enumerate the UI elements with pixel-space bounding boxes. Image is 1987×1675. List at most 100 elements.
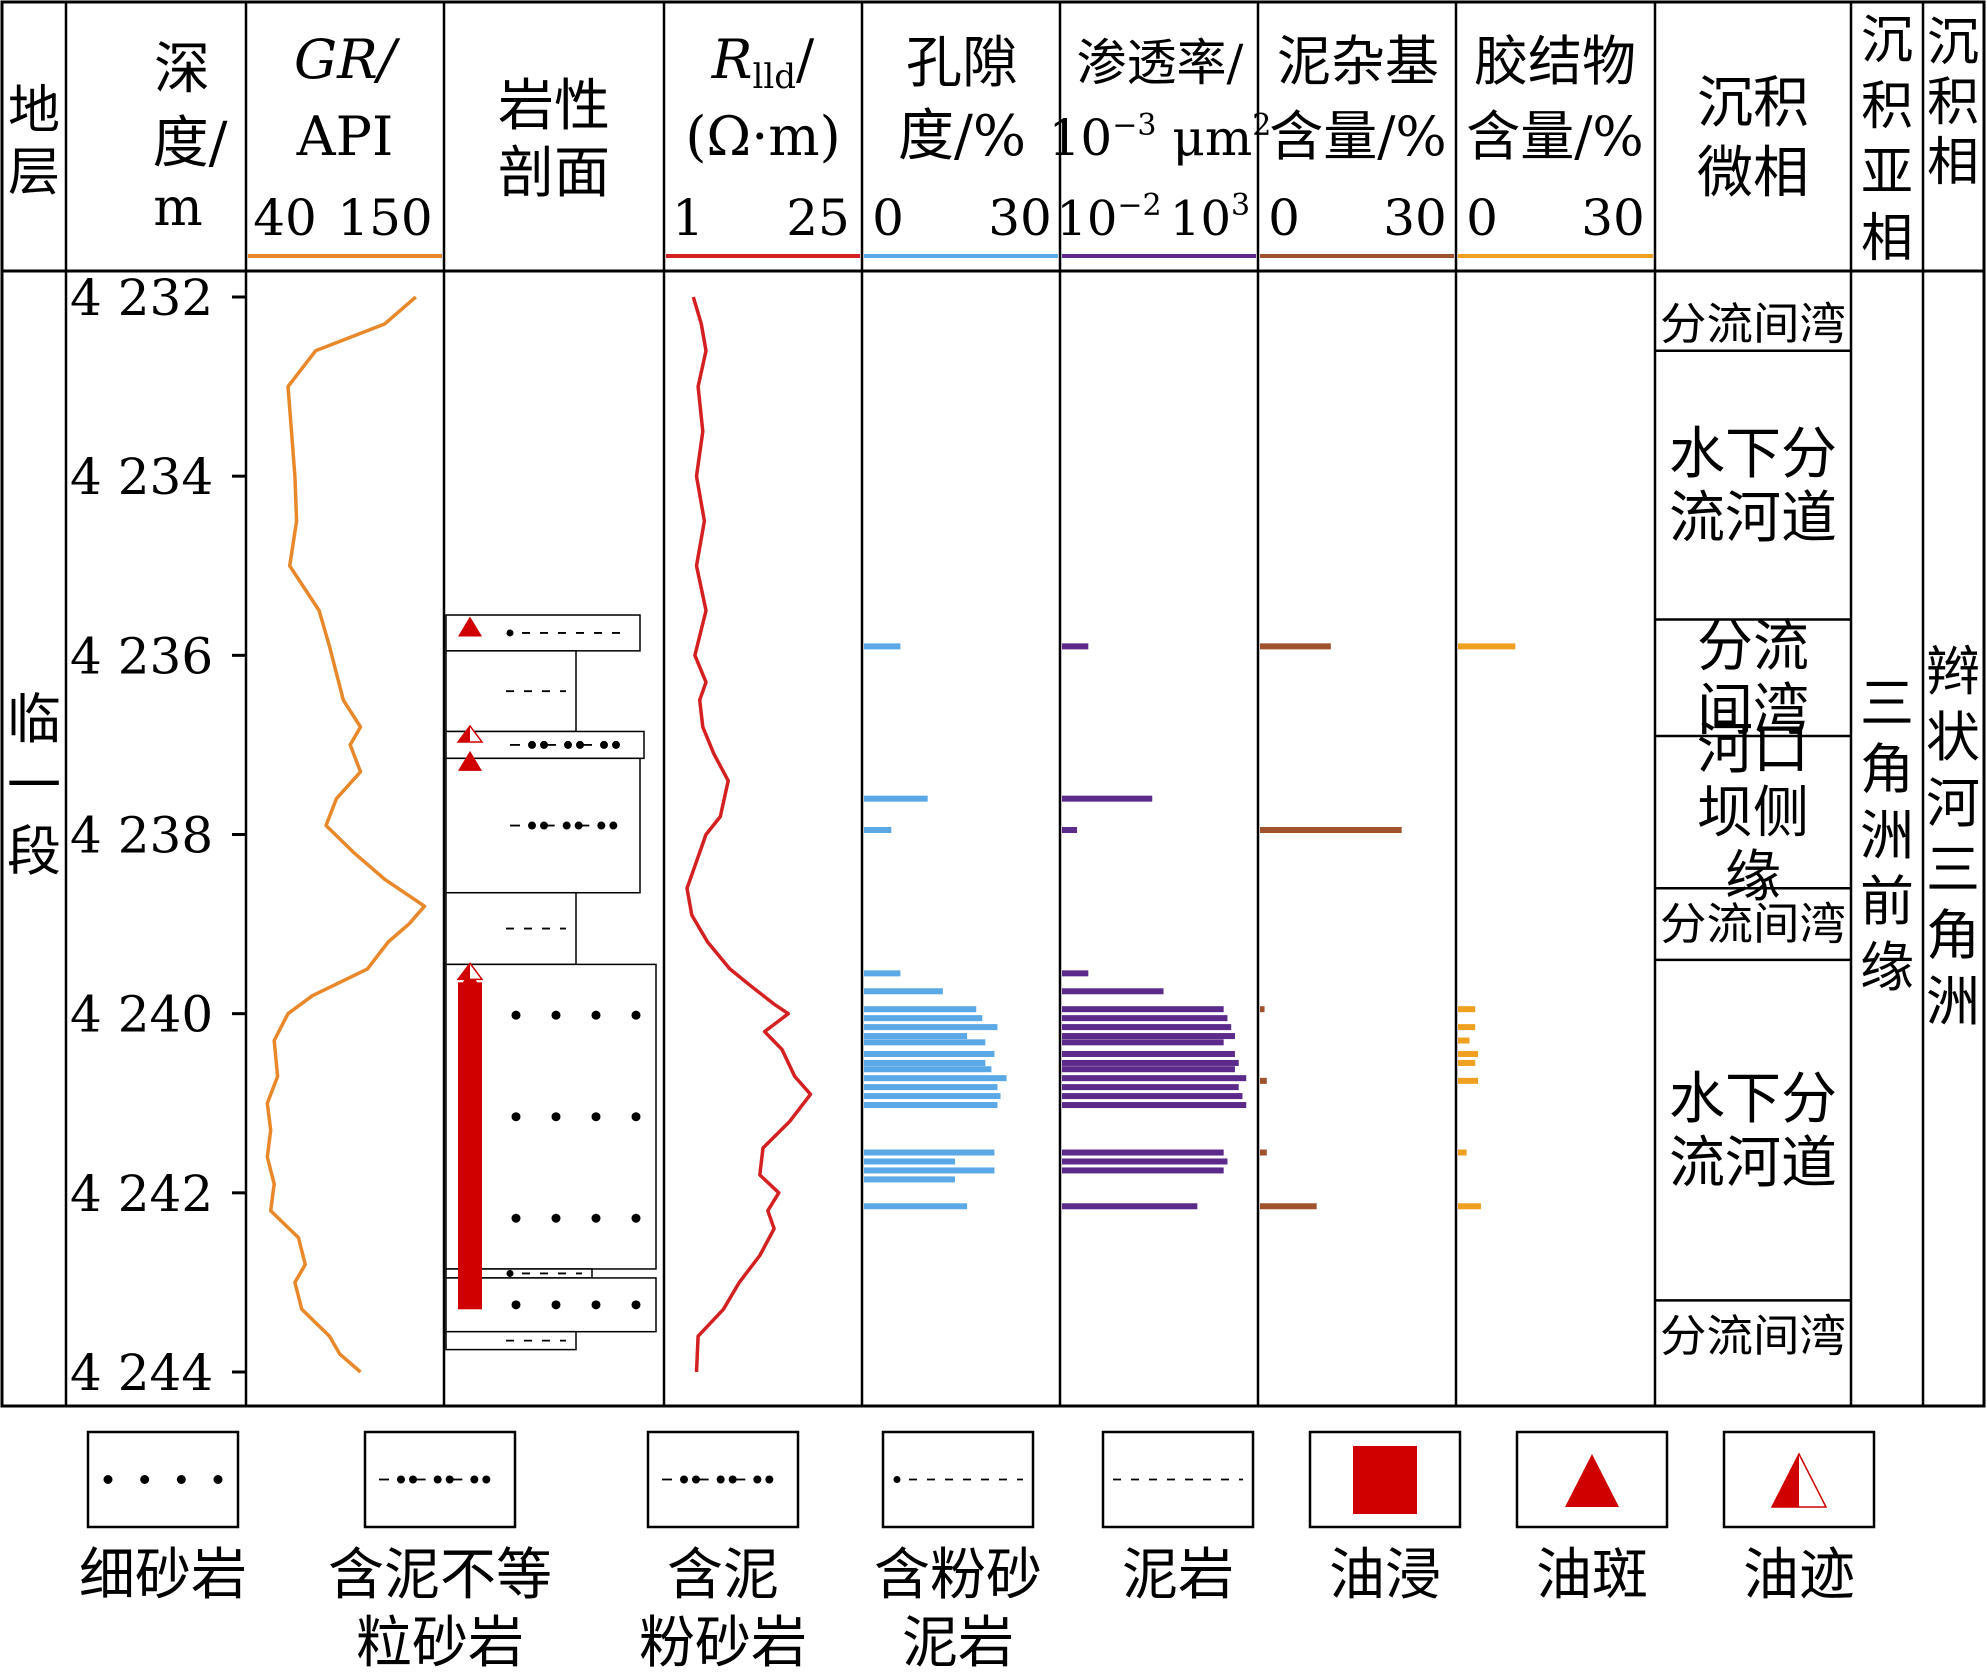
litho-dot: [680, 1475, 688, 1484]
microfacies-item: 分流间湾: [1697, 615, 1809, 744]
subfacies-label: 缘: [1860, 936, 1914, 999]
microfacies-label: 流河道: [1669, 486, 1837, 551]
rlld-curve: [685, 296, 813, 1373]
permeability-bar: [1062, 1149, 1224, 1156]
legend-label: 油迹: [1743, 1543, 1855, 1608]
cement-bar: [1458, 1024, 1476, 1031]
header-facies: 积: [1927, 73, 1979, 133]
oil-spot-mark: [458, 616, 482, 637]
porosity-bar: [864, 1167, 995, 1174]
header-matrix: 含量/%: [1269, 105, 1447, 168]
facies-label: 辫: [1926, 640, 1980, 703]
permeability-bar: [1062, 988, 1164, 995]
matrix-bar: [1260, 1203, 1317, 1210]
permeability-bar: [1062, 1050, 1235, 1057]
permeability-bar: [1062, 970, 1089, 977]
legend-label: 泥岩: [902, 1611, 1014, 1675]
litho-dot: [511, 1112, 521, 1122]
litho-dot: [631, 1213, 641, 1223]
permeability-bar: [1062, 1059, 1239, 1066]
cement-bar: [1458, 1203, 1481, 1210]
lithology-bed: [445, 891, 577, 966]
header-rlld-max: 25: [786, 189, 850, 247]
litho-dot: [540, 821, 548, 830]
litho-dot: [176, 1475, 186, 1484]
microfacies-label: 间湾: [1697, 679, 1809, 744]
header-strata: 层: [8, 143, 60, 203]
litho-dot: [631, 1010, 641, 1020]
litho-dot: [728, 1475, 737, 1484]
microfacies-item: 分流间湾: [1660, 1311, 1846, 1362]
header-subfacies: 亚: [1861, 143, 1913, 203]
legend-symbol-box: [1101, 1430, 1255, 1529]
permeability-bar: [1062, 1075, 1247, 1082]
header-gr-min: 40: [253, 189, 317, 247]
permeability-bar: [1062, 1033, 1235, 1040]
depth-tick-label: 4 244: [70, 1344, 213, 1402]
legend-item-oil-immersion: 油浸: [1308, 1430, 1462, 1608]
oil-immersion-icon: [1353, 1446, 1417, 1514]
header-microfacies: 微相: [1697, 141, 1809, 206]
porosity-bar: [864, 643, 901, 650]
strata-label: 一: [7, 754, 61, 817]
litho-dot: [506, 1269, 514, 1277]
header-cement: 胶结物: [1474, 30, 1636, 93]
header-rlld-min: 1: [672, 189, 704, 247]
gr-curve: [265, 295, 427, 1374]
litho-dot: [591, 1300, 601, 1310]
porosity-bar: [864, 1158, 955, 1165]
facies-label: 角: [1926, 904, 1980, 967]
header-strata: 地: [8, 81, 60, 141]
header-lithology: 岩性: [498, 74, 610, 139]
legend-label: 粉砂岩: [639, 1611, 807, 1675]
porosity-bar: [864, 1102, 998, 1109]
matrix-bar: [1260, 1149, 1267, 1156]
depth-tick-label: 4 236: [70, 627, 213, 685]
header-porosity-max: 30: [988, 189, 1052, 247]
porosity-bar: [864, 1050, 995, 1057]
litho-dot: [591, 1213, 601, 1223]
porosity-bar: [864, 988, 943, 995]
legend-label: 油浸: [1329, 1543, 1441, 1608]
header-permeability-unit: 10−3 μm2: [1049, 108, 1272, 167]
oil-immersion-mark: [458, 982, 482, 1310]
permeability-bar: [1062, 1093, 1243, 1100]
chart-frame: [0, 0, 1986, 1408]
litho-dot: [631, 1300, 641, 1310]
header-depth: 度/: [153, 111, 228, 176]
matrix-bar: [1260, 1077, 1267, 1084]
matrix-bar: [1260, 827, 1402, 834]
cement-bar: [1458, 1037, 1470, 1044]
microfacies-label: 分流: [1697, 615, 1809, 680]
permeability-bar: [1062, 1158, 1228, 1165]
litho-dot: [692, 1475, 700, 1484]
permeability-bar: [1062, 1039, 1224, 1046]
legend-label: 含粉砂: [874, 1543, 1042, 1608]
litho-dot: [597, 821, 606, 830]
litho-dot: [528, 821, 536, 830]
litho-dot: [540, 740, 548, 749]
facies-label: 河: [1926, 772, 1980, 835]
litho-dot: [551, 1300, 561, 1310]
oil-spot-mark: [458, 970, 482, 991]
litho-dot: [103, 1475, 113, 1484]
litho-dot: [213, 1475, 223, 1484]
header-depth-unit: m: [153, 178, 202, 238]
header-permeability-min: 10−2: [1056, 188, 1161, 247]
microfacies-label: 河口: [1697, 717, 1809, 782]
header-microfacies: 沉积: [1697, 71, 1809, 136]
litho-dot: [564, 740, 572, 749]
porosity-bar: [864, 1015, 983, 1022]
litho-dot: [470, 1475, 479, 1484]
header-cement-max: 30: [1581, 189, 1645, 247]
permeability-bar: [1062, 827, 1078, 834]
header-subfacies: 沉: [1861, 11, 1913, 71]
litho-dot: [562, 821, 571, 830]
porosity-bar: [864, 1024, 998, 1031]
porosity-bar: [864, 827, 892, 834]
depth-tick-label: 4 232: [70, 269, 213, 327]
cement-bar: [1458, 1077, 1479, 1084]
litho-dot: [528, 740, 536, 749]
